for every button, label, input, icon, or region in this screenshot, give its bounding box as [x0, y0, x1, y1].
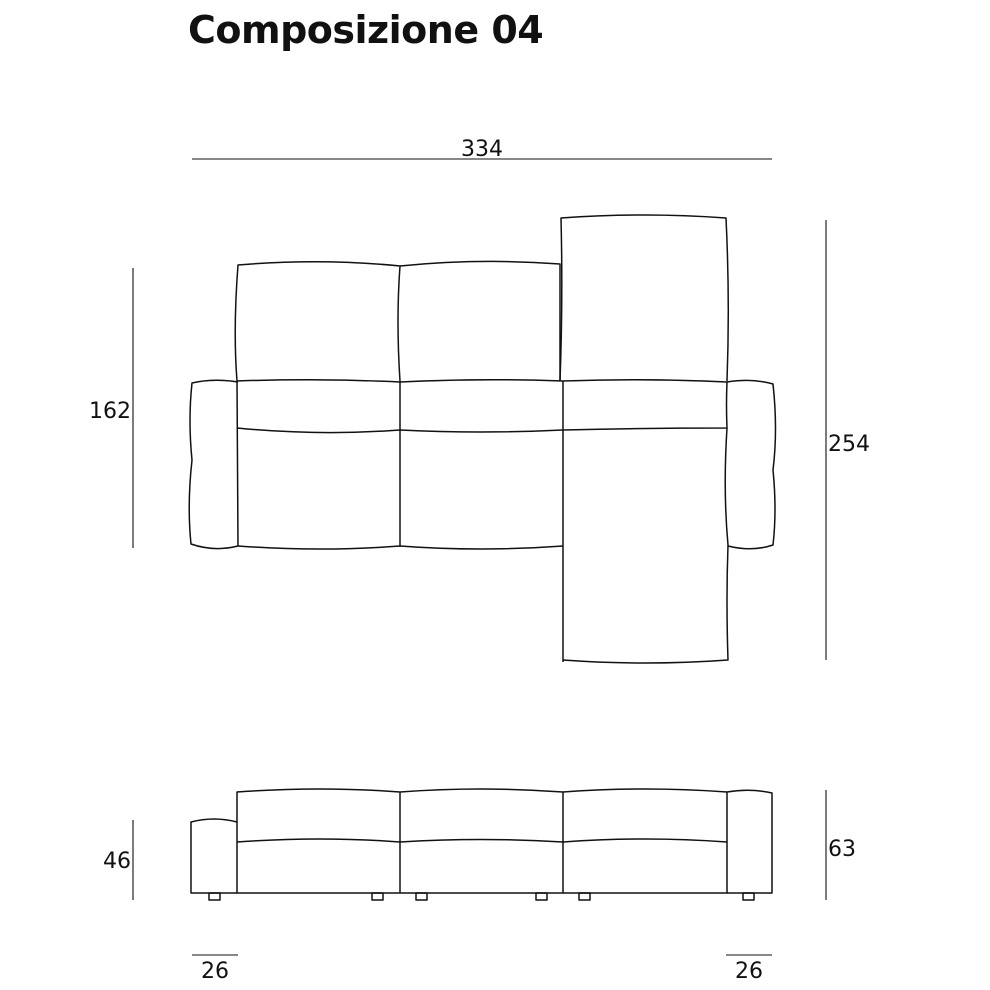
foot	[415, 892, 428, 901]
back-height-label: 63	[828, 837, 856, 862]
seat-front-edge	[237, 545, 564, 550]
plan-view	[188, 214, 777, 664]
foot	[578, 892, 591, 901]
back-cushion-2	[399, 260, 561, 381]
back-cushion-1	[234, 260, 401, 382]
right-arm-plan	[726, 379, 777, 550]
left-arm-front	[190, 818, 238, 894]
front-view	[190, 788, 773, 901]
foot	[371, 892, 384, 901]
chaise-depth-label: 254	[828, 432, 870, 457]
left-arm-width-label: 26	[201, 959, 229, 984]
foot	[535, 892, 548, 901]
seat-height-label: 46	[103, 849, 131, 874]
depth-label: 162	[89, 399, 131, 424]
chaise-seat	[562, 427, 729, 664]
seat-line-front	[236, 838, 728, 843]
width-label: 334	[461, 137, 503, 162]
right-arm-front	[726, 789, 773, 894]
foot	[742, 892, 755, 901]
back-cushion-chaise	[559, 214, 730, 382]
right-arm-width-label: 26	[735, 959, 763, 984]
seat-1-left-edge	[236, 380, 239, 547]
left-arm-plan	[188, 379, 239, 550]
bolster-row	[236, 378, 728, 434]
back-front	[236, 788, 728, 894]
page-title: Composizione 04	[188, 8, 544, 52]
foot	[208, 892, 221, 901]
